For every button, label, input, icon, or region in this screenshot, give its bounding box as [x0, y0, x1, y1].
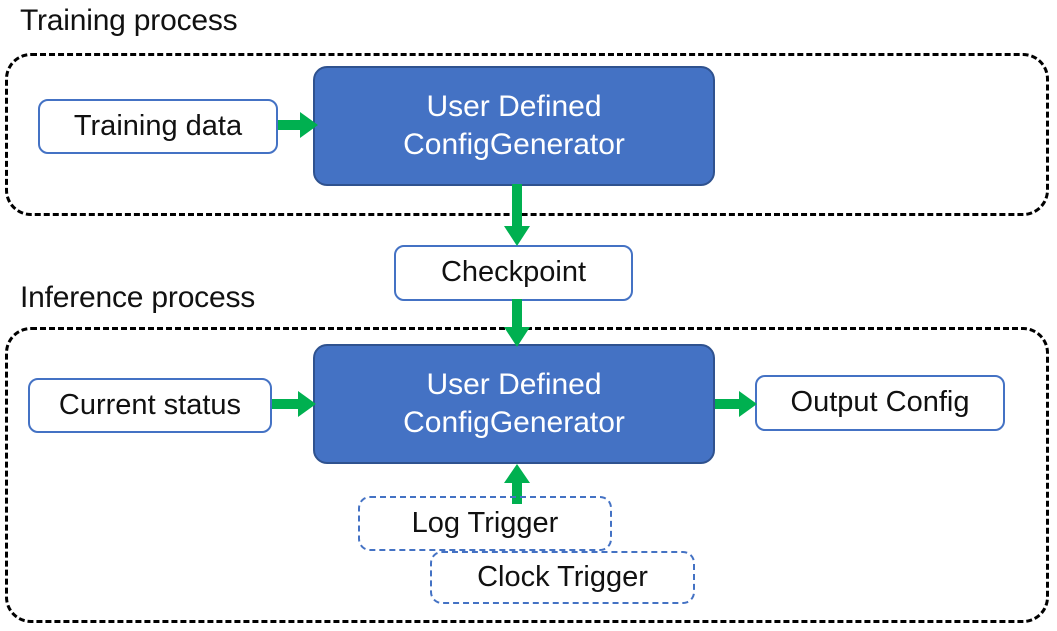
arrow-generator-to-checkpoint-icon [504, 184, 530, 246]
inference-generator-line-2: ConfigGenerator [403, 406, 625, 439]
training-process-label: Training process [20, 4, 238, 37]
output-config-box[interactable]: Output Config [755, 375, 1005, 431]
arrow-status-to-generator-icon [272, 391, 316, 417]
training-generator-line-1: User Defined [426, 89, 602, 123]
training-process-group [5, 53, 1049, 216]
inference-process-label: Inference process [20, 281, 256, 314]
arrow-checkpoint-to-generator-icon [504, 299, 530, 347]
clock-trigger-box[interactable]: Clock Trigger [430, 551, 695, 604]
current-status-box[interactable]: Current status [28, 378, 272, 433]
arrow-trigger-to-generator-icon [504, 464, 530, 504]
arrow-training-data-to-generator-icon [278, 112, 318, 138]
training-generator-line-2: ConfigGenerator [403, 128, 625, 161]
inference-config-generator-box[interactable]: User Defined ConfigGenerator [313, 344, 715, 464]
checkpoint-box[interactable]: Checkpoint [394, 245, 633, 301]
training-data-box[interactable]: Training data [38, 99, 278, 154]
arrow-generator-to-output-icon [715, 391, 757, 417]
training-config-generator-box[interactable]: User Defined ConfigGenerator [313, 66, 715, 186]
inference-generator-line-1: User Defined [426, 367, 602, 401]
log-trigger-box[interactable]: Log Trigger [358, 496, 612, 551]
